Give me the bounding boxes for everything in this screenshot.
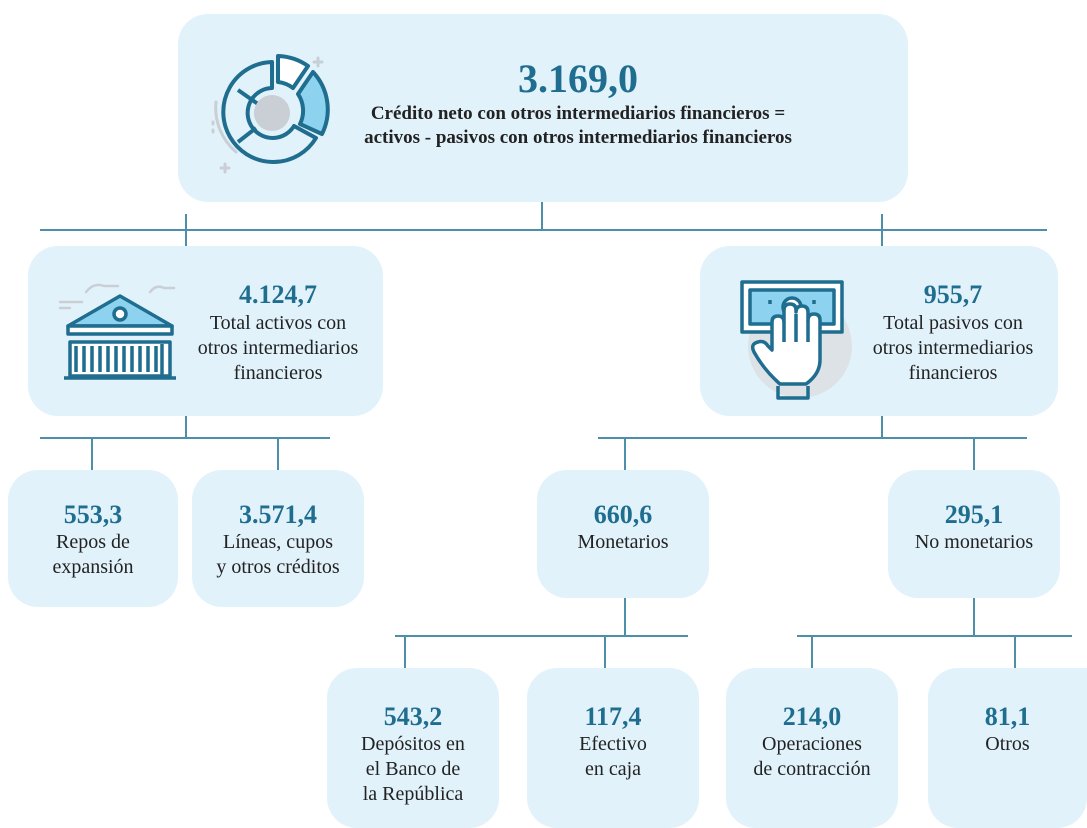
efectivo-value: 117,4	[584, 702, 642, 731]
hand-money-icon	[740, 280, 852, 400]
assets-label-line2: otros intermediarios	[197, 337, 359, 359]
root-label-line1: Crédito neto con otros intermediarios fi…	[370, 103, 786, 124]
liabilities-value: 955,7	[923, 280, 983, 309]
lineas-label-line2: y otros créditos	[216, 556, 340, 578]
liabilities-label-line3: financieros	[908, 362, 998, 384]
lineas-label-line1: Líneas, cupos	[223, 531, 333, 553]
depositos-node: 543,2 Depósitos en el Banco de la Repúbl…	[327, 668, 499, 828]
repos-value: 553,3	[63, 500, 123, 529]
root-label-line2: activos - pasivos con otros intermediari…	[364, 127, 792, 148]
root-value: 3.169,0	[518, 56, 638, 101]
assets-value: 4.124,7	[239, 280, 317, 309]
assets-label-line3: financieros	[233, 362, 323, 384]
bank-building-icon	[58, 283, 176, 380]
operaciones-label-line2: de contracción	[753, 758, 871, 780]
monetarios-label-line1: Monetarios	[577, 531, 669, 553]
no-monetarios-node: 295,1 No monetarios	[888, 470, 1060, 598]
liabilities-label-line2: otros intermediarios	[872, 337, 1034, 359]
monetarios-value: 660,6	[593, 500, 653, 529]
operaciones-value: 214,0	[782, 702, 842, 731]
operaciones-label-line1: Operaciones	[762, 733, 862, 755]
repos-label-line1: Repos de	[56, 531, 130, 553]
donut-chart-icon	[211, 54, 330, 174]
operaciones-node: 214,0 Operaciones de contracción	[726, 668, 898, 828]
repos-node: 553,3 Repos de expansión	[8, 470, 178, 607]
no-monetarios-value: 295,1	[944, 500, 1004, 529]
depositos-label-line2: el Banco de	[365, 758, 461, 780]
no-monetarios-label-line1: No monetarios	[914, 531, 1034, 553]
efectivo-node: 117,4 Efectivo en caja	[527, 668, 699, 828]
root-node: 3.169,0 Crédito neto con otros intermedi…	[178, 14, 908, 202]
assets-label-line1: Total activos con	[209, 312, 347, 334]
monetarios-node: 660,6 Monetarios	[537, 470, 709, 598]
efectivo-label-line2: en caja	[584, 758, 642, 780]
lineas-value: 3.571,4	[239, 500, 317, 529]
lineas-node: 3.571,4 Líneas, cupos y otros créditos	[192, 470, 364, 607]
depositos-value: 543,2	[383, 702, 443, 731]
depositos-label-line3: la República	[362, 783, 464, 805]
depositos-label-line1: Depósitos en	[361, 733, 465, 755]
assets-node: 4.124,7 Total activos con otros intermed…	[28, 246, 383, 416]
otros-label-line1: Otros	[985, 733, 1030, 755]
efectivo-label-line1: Efectivo	[579, 733, 647, 755]
otros-value: 81,1	[984, 702, 1031, 731]
liabilities-label-line1: Total pasivos con	[883, 312, 1023, 334]
otros-node: 81,1 Otros	[928, 668, 1087, 828]
liabilities-node: 955,7 Total pasivos con otros intermedia…	[700, 246, 1058, 416]
repos-label-line2: expansión	[52, 556, 134, 578]
